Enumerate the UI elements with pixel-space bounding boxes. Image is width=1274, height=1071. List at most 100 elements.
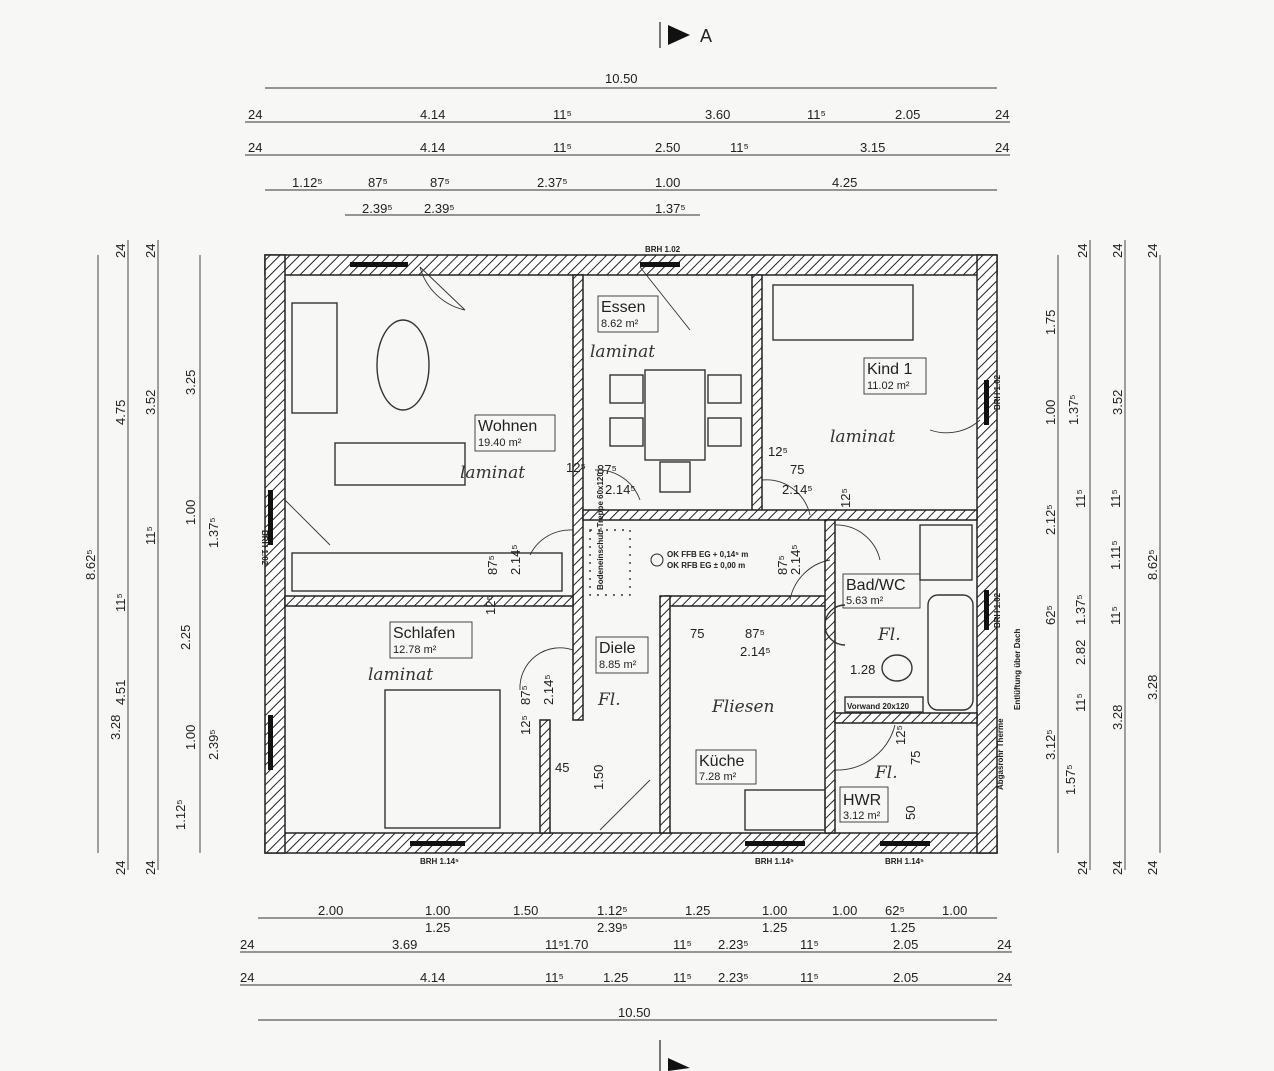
floor-note: laminat [590,342,655,362]
dimension-label: 1.25 [425,920,450,935]
room-name: HWR [843,792,881,809]
dimension-label: 24 [240,970,254,985]
dimension-label: 10.50 [618,1005,651,1020]
dimension-label: 1.00 [942,903,967,918]
brh-label: BRH 1.02 [993,592,1002,628]
dimension-label: 11⁵ [545,970,564,985]
room-diele: Diele 8.85 m² Fl. [595,636,649,710]
dimension-label: 2.05 [893,937,918,952]
dimension-label: 24 [997,970,1011,985]
dimension-label: 4.51 [113,680,128,705]
dimension-label: 75 [690,626,704,641]
sofa-icon [291,302,338,414]
dimension-label: 24 [1145,861,1160,875]
floor-note: Fliesen [711,697,774,717]
walls [264,254,998,854]
dimension-label: 1.00 [832,903,857,918]
sideboard-icon [291,552,563,592]
dimension-label: 24 [995,107,1009,122]
dimension-label: 62⁵ [885,903,905,918]
dimension-label: 8.62⁵ [83,549,98,580]
dimension-label: 4.14 [420,140,445,155]
dimension-label: 1.00 [183,725,198,750]
dimension-label: 1.00 [425,903,450,918]
dimension-label: 11⁵ [800,937,819,952]
room-name: Diele [599,640,636,657]
section-marker-top: A [659,22,712,48]
dimension-label: 1.12⁵ [292,175,323,190]
bed-icon [772,284,914,341]
dimension-label: 1.25 [890,920,915,935]
room-area: 8.62 m² [601,318,639,330]
dimension-label: 8.62⁵ [1145,549,1160,580]
dimension-label: 24 [1075,244,1090,258]
dimension-label: 2.12⁵ [1043,504,1058,535]
level-marker-icon [650,553,664,567]
table-icon [376,319,430,411]
dimension-label: 24 [995,140,1009,155]
dimension-label: 24 [113,861,128,875]
attic-stair-note: Bodeneinschub-Treppe 60x120 [596,472,605,590]
room-area: 7.28 m² [699,771,737,783]
dimension-label: 12⁵ [768,444,788,459]
washbasin-icon [824,604,846,646]
dimension-label: 2.39⁵ [206,729,221,760]
room-kind1: Kind 1 11.02 m² laminat [830,357,927,447]
dimension-label: 2.23⁵ [718,937,749,952]
dimension-label: 3.69 [392,937,417,952]
dimension-label: 11⁵ [673,970,692,985]
dimension-label: 1.37⁵ [1073,594,1088,625]
shower-icon [919,524,973,581]
dimension-label: 24 [113,244,128,258]
room-name: Bad/WC [846,577,906,594]
dimension-label: 3.60 [705,107,730,122]
dimension-label: 2.14⁵ [782,482,813,497]
dimension-label: 11⁵ [807,107,826,122]
room-hwr: HWR 3.12 m² Fl. [839,763,898,823]
dimension-label: 1.25 [685,903,710,918]
dimension-label: 2.05 [895,107,920,122]
windows [268,262,989,846]
dimension-label: 12⁵ [838,488,853,508]
dimension-label: 24 [1110,861,1125,875]
dimension-label: 11⁵ [673,937,692,952]
dimension-label: 1.25 [762,920,787,935]
dimension-label: 1.70 [563,937,588,952]
section-label: A [700,26,712,46]
dimension-label: 2.05 [893,970,918,985]
flue-note: Abgasrohr Therme [996,718,1005,790]
dimension-label: 2.14⁵ [605,482,636,497]
room-name: Kind 1 [867,361,912,378]
dimension-label: 87⁵ [775,555,790,575]
dimension-label: 2.23⁵ [718,970,749,985]
dimension-label: 11⁵ [730,140,749,155]
dimension-label: 62⁵ [1043,605,1058,625]
brh-label: BRH 1.14⁵ [755,857,794,866]
vorwand-box [844,696,924,713]
dimension-label: 11⁵ [553,140,572,155]
dimension-label: 10.50 [605,71,638,86]
dimension-label: 11⁵ [1073,489,1088,508]
dimension-label: 11⁵ [800,970,819,985]
dimension-label: 11⁵ [1108,606,1123,625]
sink-icon [744,789,826,831]
dimension-label: 1.12⁵ [597,903,628,918]
dimension-label: 24 [248,107,262,122]
dimension-label: 2.25 [178,625,193,650]
room-bad: Bad/WC 5.63 m² Fl. [842,573,921,645]
floor-note: laminat [368,665,433,685]
dimension-label: 24 [240,937,254,952]
room-area: 12.78 m² [393,644,437,656]
dimension-label: 2.37⁵ [537,175,568,190]
room-area: 8.85 m² [599,659,637,671]
dimension-label: 12⁵ [893,725,908,745]
room-kueche: Küche 7.28 m² Fliesen [695,697,774,785]
room-area: 3.12 m² [843,810,881,822]
dimension-label: 2.00 [318,903,343,918]
dimension-label: 11⁵ [113,593,128,612]
dimension-label: 11⁵ [545,937,564,952]
dimension-label: 1.00 [1043,400,1058,425]
brh-label: BRH 1.02 [260,530,269,566]
